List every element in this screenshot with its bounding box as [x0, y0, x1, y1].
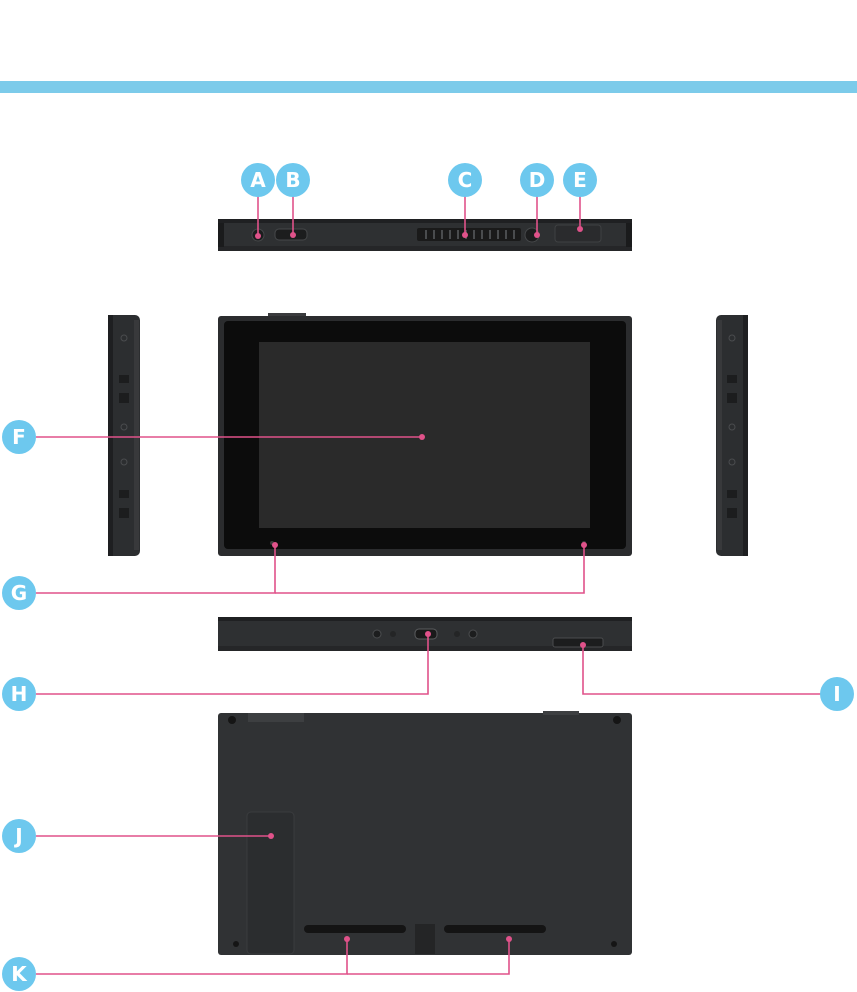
left-side-view	[108, 315, 140, 556]
front-view	[218, 313, 632, 556]
label-k-badge: K	[2, 957, 36, 991]
label-i-badge: I	[820, 677, 854, 711]
label-h-badge: H	[2, 677, 36, 711]
top-edge-view	[218, 219, 632, 251]
microsd-slot	[553, 638, 603, 647]
label-b-badge: B	[276, 163, 310, 197]
speaker-left	[304, 925, 406, 933]
speaker-right	[444, 925, 546, 933]
screen	[259, 342, 590, 528]
label-j-badge: J	[2, 819, 36, 853]
label-f-badge: F	[2, 420, 36, 454]
label-a-badge: A	[241, 163, 275, 197]
label-d-badge: D	[520, 163, 554, 197]
label-g-badge: G	[2, 576, 36, 610]
label-c-badge: C	[448, 163, 482, 197]
back-view	[218, 711, 632, 955]
label-e-badge: E	[563, 163, 597, 197]
right-side-view	[716, 315, 748, 556]
